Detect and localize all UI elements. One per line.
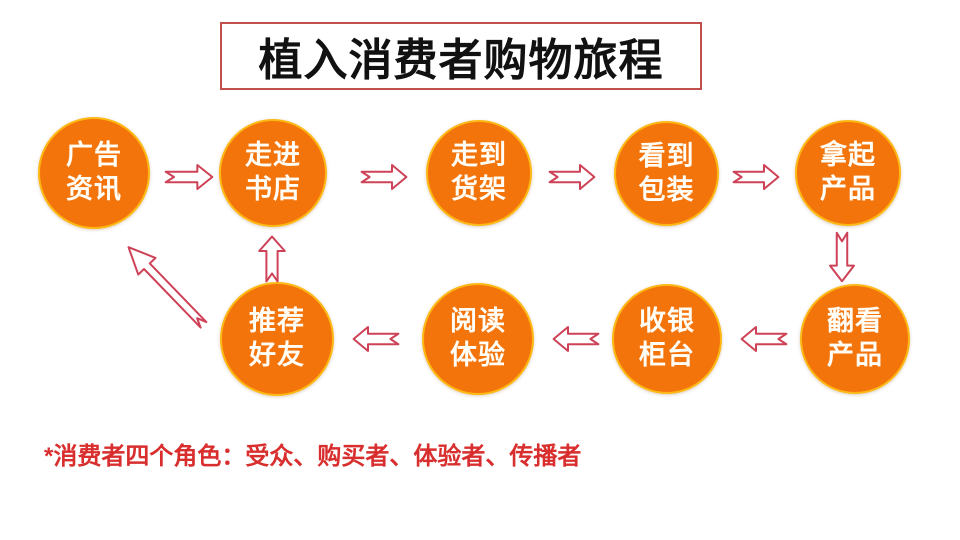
node-label-pick-up-product: 拿起 产品 bbox=[820, 140, 876, 204]
journey-node-recommend-friends: 推荐 好友 bbox=[220, 282, 334, 396]
page-title: 植入消费者购物旅程 bbox=[258, 36, 664, 85]
journey-node-enter-bookstore: 走进 书店 bbox=[219, 119, 327, 227]
node-label-see-packaging: 看到 包装 bbox=[638, 140, 695, 205]
arrow-see-packaging-to-pick-up-product-icon bbox=[732, 162, 780, 192]
journey-node-pick-up-product: 拿起 产品 bbox=[795, 120, 901, 226]
journey-node-reading-experience: 阅读 体验 bbox=[422, 283, 534, 395]
journey-node-ad-info: 广告 资讯 bbox=[38, 117, 150, 229]
node-label-reading-experience: 阅读 体验 bbox=[450, 306, 506, 370]
arrow-recommend-friends-to-enter-bookstore-icon bbox=[256, 235, 288, 283]
journey-node-see-packaging: 看到 包装 bbox=[614, 121, 719, 226]
node-label-browse-product: 翻看 产品 bbox=[827, 306, 883, 370]
journey-node-cashier-counter: 收银 柜台 bbox=[612, 284, 722, 394]
arrow-cashier-counter-to-reading-experience-icon bbox=[552, 324, 600, 354]
node-label-enter-bookstore: 走进 书店 bbox=[245, 140, 301, 204]
arrow-enter-bookstore-to-walk-to-shelf-icon bbox=[360, 162, 408, 192]
node-label-recommend-friends: 推荐 好友 bbox=[249, 306, 305, 370]
arrow-browse-product-to-cashier-counter-icon bbox=[740, 324, 788, 354]
arrow-pick-up-product-to-browse-product-icon bbox=[827, 231, 857, 283]
node-label-walk-to-shelf: 走到 货架 bbox=[451, 140, 507, 204]
arrow-walk-to-shelf-to-see-packaging-icon bbox=[548, 162, 596, 192]
title-box: 植入消费者购物旅程 bbox=[220, 22, 702, 90]
node-label-cashier-counter: 收银 柜台 bbox=[639, 306, 695, 370]
journey-node-walk-to-shelf: 走到 货架 bbox=[426, 120, 532, 226]
arrow-recommend-friends-to-ad-info-icon bbox=[117, 236, 215, 336]
journey-node-browse-product: 翻看 产品 bbox=[800, 284, 910, 394]
node-label-ad-info: 广告 资讯 bbox=[66, 140, 122, 204]
footnote: *消费者四个角色：受众、购买者、体验者、传播者 bbox=[44, 443, 582, 470]
arrow-reading-experience-to-recommend-friends-icon bbox=[352, 324, 400, 354]
arrow-ad-info-to-enter-bookstore-icon bbox=[164, 162, 214, 192]
